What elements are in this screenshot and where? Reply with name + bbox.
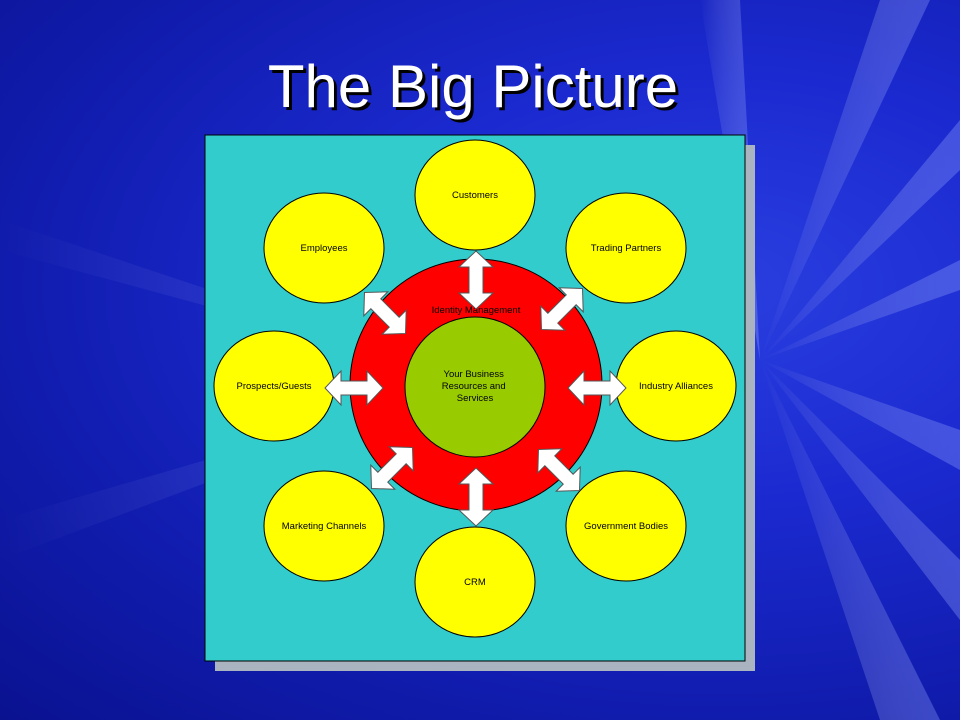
node-employees: Employees [263, 192, 385, 304]
node-industry-alliances: Industry Alliances [615, 330, 737, 442]
node-label-marketing-channels: Marketing Channels [282, 521, 367, 532]
node-customers: Customers [414, 139, 536, 251]
ring-label: Identity Management [432, 305, 521, 316]
center-line-1: Your Business [443, 369, 504, 380]
slide-title: The Big Picture [267, 53, 679, 120]
node-label-prospects-guests: Prospects/Guests [237, 381, 312, 392]
node-label-employees: Employees [301, 243, 348, 254]
node-government-bodies: Government Bodies [565, 470, 687, 582]
center-line-3: Services [457, 393, 494, 404]
business-center-circle [404, 316, 546, 458]
center-line-2: Resources and [442, 381, 506, 392]
node-label-government-bodies: Government Bodies [584, 521, 668, 532]
node-label-customers: Customers [452, 190, 498, 201]
node-label-industry-alliances: Industry Alliances [639, 381, 713, 392]
center-label: Your Business Resources and Services [442, 369, 509, 404]
node-crm: CRM [414, 526, 536, 638]
node-prospects-guests: Prospects/Guests [213, 330, 335, 442]
node-label-crm: CRM [464, 577, 486, 588]
node-marketing-channels: Marketing Channels [263, 470, 385, 582]
node-label-trading-partners: Trading Partners [591, 243, 662, 254]
node-trading-partners: Trading Partners [565, 192, 687, 304]
